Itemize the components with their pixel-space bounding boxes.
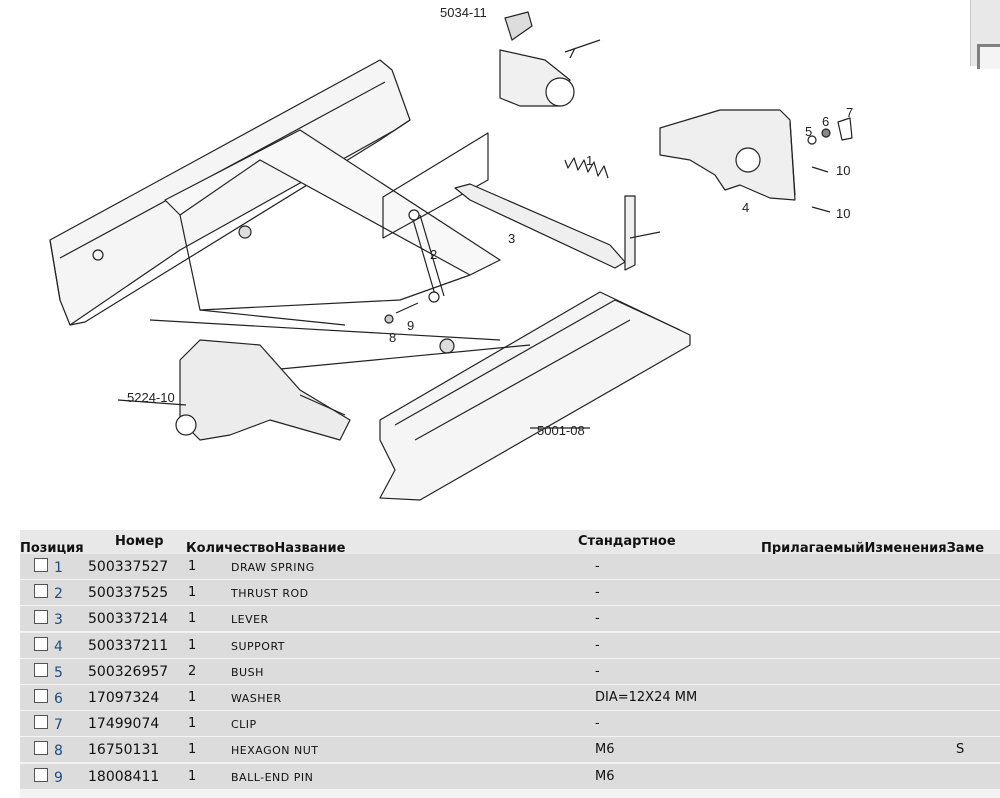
row-position-link[interactable]: 1	[54, 560, 63, 576]
row-checkbox[interactable]	[34, 610, 48, 625]
row-change: S	[956, 742, 965, 758]
row-checkbox[interactable]	[34, 584, 48, 599]
callout-10a: 10	[836, 163, 850, 178]
row-quantity: 1	[188, 559, 197, 574]
table-row[interactable]: 6 17097324 1 WASHER DIA=12X24 MM	[20, 685, 1000, 711]
callout-5224-10: 5224-10	[127, 390, 175, 405]
row-quantity: 1	[188, 716, 197, 732]
row-standard: -	[595, 611, 600, 627]
row-part-number: 18008411	[88, 768, 160, 785]
table-row[interactable]: 1 500337527 1 DRAW SPRING -	[20, 554, 1000, 580]
parts-table: Позиция Номер КоличествоНазвание Стандар…	[20, 530, 1000, 798]
row-quantity: 2	[188, 663, 197, 679]
row-name: BUSH	[231, 665, 264, 679]
row-standard: DIA=12X24 MM	[595, 690, 698, 705]
row-checkbox[interactable]	[34, 558, 48, 572]
header-number[interactable]: Номер	[115, 534, 164, 549]
row-standard: -	[595, 663, 600, 679]
row-standard: -	[595, 716, 600, 732]
row-part-number: 17499074	[88, 716, 160, 733]
table-row[interactable]: 2 500337525 1 THRUST ROD -	[20, 580, 1000, 607]
row-standard: -	[595, 585, 600, 601]
table-header: Позиция Номер КоличествоНазвание Стандар…	[20, 530, 1000, 556]
table-row[interactable]: 7 17499074 1 CLIP -	[20, 711, 1000, 738]
row-quantity: 1	[188, 611, 197, 627]
table-row[interactable]: 8 16750131 1 HEXAGON NUT M6 S	[20, 737, 1000, 764]
header-attached[interactable]: ПрилагаемыйИзмененияЗаме	[761, 541, 985, 556]
callout-4: 4	[742, 200, 749, 215]
row-name: HEXAGON NUT	[231, 744, 319, 758]
table-row[interactable]: 5 500326957 2 BUSH -	[20, 658, 1000, 685]
row-name: LEVER	[231, 613, 269, 627]
callout-5: 5	[805, 124, 812, 139]
row-standard: M6	[595, 742, 615, 758]
table-row[interactable]: 4 500337211 1 SUPPORT -	[20, 632, 1000, 659]
callout-1: 1	[586, 153, 593, 168]
row-standard: -	[595, 559, 600, 574]
row-checkbox[interactable]	[34, 767, 48, 782]
header-position[interactable]: Позиция	[20, 541, 84, 556]
callout-9: 9	[407, 318, 414, 333]
row-checkbox[interactable]	[34, 715, 48, 730]
row-name: THRUST ROD	[231, 587, 309, 601]
row-standard: M6	[595, 768, 615, 784]
row-quantity: 1	[188, 742, 197, 758]
callout-3: 3	[508, 231, 515, 246]
row-standard: -	[595, 637, 600, 653]
row-position-link[interactable]: 3	[54, 612, 63, 629]
callout-10b: 10	[836, 206, 850, 221]
row-quantity: 1	[188, 637, 197, 653]
row-name: WASHER	[231, 692, 282, 705]
row-part-number: 500337525	[88, 585, 169, 602]
corner-handle-icon	[977, 44, 1000, 69]
row-part-number: 500337527	[88, 559, 169, 575]
row-position-link[interactable]: 7	[54, 717, 63, 734]
table-row[interactable]: 9 18008411 1 BALL-END PIN M6	[20, 763, 1000, 790]
row-checkbox[interactable]	[34, 662, 48, 677]
callout-5034-11: 5034-11	[440, 5, 487, 20]
parts-diagram: 5034-11 1 2 3 4 5 6 7 8 9 10 10 5224-10 …	[49, 5, 853, 501]
row-part-number: 500337214	[88, 611, 169, 628]
callout-6: 6	[822, 114, 829, 129]
row-part-number: 16750131	[88, 742, 160, 759]
row-quantity: 1	[188, 585, 197, 601]
row-part-number: 500337211	[88, 637, 169, 654]
row-quantity: 1	[188, 768, 197, 784]
row-position-link[interactable]: 6	[54, 691, 63, 707]
row-checkbox[interactable]	[34, 636, 48, 651]
callout-8: 8	[389, 330, 396, 345]
row-part-number: 500326957	[88, 663, 169, 680]
row-position-link[interactable]: 9	[54, 769, 63, 786]
header-standard[interactable]: Стандартное	[578, 534, 676, 549]
row-name: CLIP	[231, 718, 257, 732]
row-position-link[interactable]: 2	[54, 586, 63, 603]
row-name: SUPPORT	[231, 639, 286, 653]
callout-7: 7	[846, 105, 853, 120]
row-part-number: 17097324	[88, 690, 160, 706]
row-name: BALL-END PIN	[231, 770, 314, 784]
row-name: DRAW SPRING	[231, 561, 315, 574]
scroll-corner[interactable]	[970, 0, 1000, 69]
row-checkbox[interactable]	[34, 741, 48, 756]
callout-5001-08: 5001-08	[537, 423, 585, 438]
row-quantity: 1	[188, 690, 197, 705]
header-qty-name[interactable]: КоличествоНазвание	[186, 541, 346, 556]
row-position-link[interactable]: 8	[54, 743, 63, 760]
row-position-link[interactable]: 4	[54, 638, 63, 655]
callout-2: 2	[430, 247, 437, 262]
row-checkbox[interactable]	[34, 689, 48, 703]
row-position-link[interactable]: 5	[54, 664, 63, 681]
table-row[interactable]: 3 500337214 1 LEVER -	[20, 606, 1000, 633]
